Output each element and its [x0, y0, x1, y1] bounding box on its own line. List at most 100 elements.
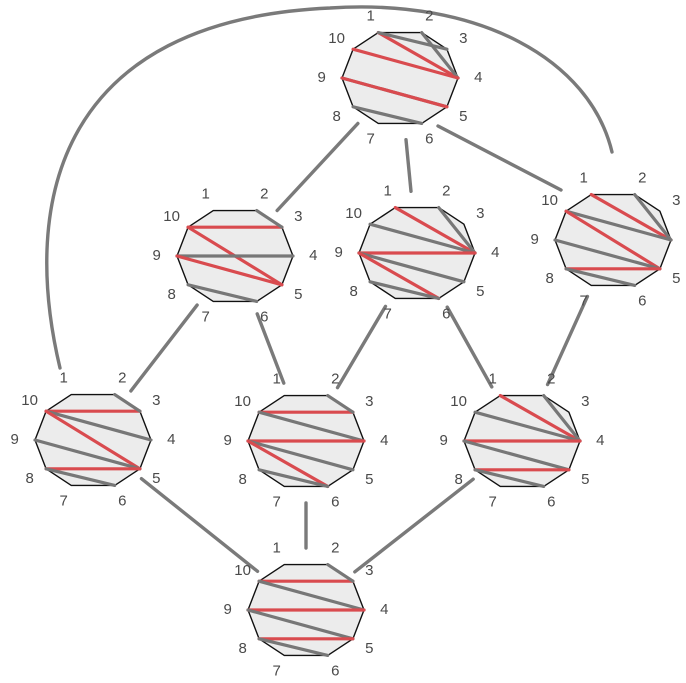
diagonal-bottom-1: [326, 562, 355, 583]
vertex-label-mid-right-3: 3: [672, 192, 680, 209]
vertex-label-mid-right-1: 1: [579, 170, 587, 187]
vertex-label-low-left-1: 1: [59, 370, 67, 387]
diagonal-mid-center-5: [357, 251, 441, 301]
vertex-label-mid-left-9: 9: [153, 247, 161, 264]
diagonal-top-2: [376, 30, 449, 51]
diagonal-low-right-1: [542, 393, 582, 443]
vertex-label-top-8: 8: [332, 108, 340, 125]
edge-mid-center-low-center: [335, 304, 388, 390]
edge-top-mid-center: [404, 138, 413, 193]
vertex-label-mid-left-6: 6: [260, 308, 268, 325]
diagonal-mid-right-6: [564, 267, 637, 288]
vertex-label-mid-right-9: 9: [531, 231, 539, 248]
diagonal-low-right-2: [473, 410, 582, 443]
edge-top-mid-left: [275, 121, 360, 213]
vertex-label-mid-center-10: 10: [345, 205, 362, 222]
diagonal-mid-left-5: [186, 283, 259, 304]
vertex-label-low-left-9: 9: [11, 431, 19, 448]
vertex-label-low-center-2: 2: [331, 371, 339, 388]
vertex-label-low-left-7: 7: [59, 492, 67, 509]
edge-mid-center-low-right: [445, 305, 494, 389]
vertex-label-low-center-5: 5: [365, 471, 373, 488]
diagonal-top-1: [420, 30, 460, 80]
vertex-label-bottom-7: 7: [272, 662, 280, 679]
vertex-label-low-right-4: 4: [596, 432, 604, 449]
diagonal-low-right-4: [462, 439, 571, 472]
vertex-label-low-right-3: 3: [581, 393, 589, 410]
vertex-label-mid-right-10: 10: [541, 192, 558, 209]
vertex-label-mid-right-8: 8: [545, 270, 553, 287]
vertex-label-top-5: 5: [459, 108, 467, 125]
vertex-label-top-10: 10: [328, 30, 345, 47]
vertex-label-mid-left-2: 2: [260, 186, 268, 203]
vertex-label-low-left-10: 10: [21, 392, 38, 409]
vertex-label-mid-center-1: 1: [383, 183, 391, 200]
vertex-label-low-center-3: 3: [365, 393, 373, 410]
vertex-label-low-left-5: 5: [152, 470, 160, 487]
diagonal-low-center-4: [246, 439, 355, 472]
vertex-label-low-center-9: 9: [224, 432, 232, 449]
vertex-label-bottom-2: 2: [331, 540, 339, 557]
vertex-label-top-1: 1: [366, 8, 374, 25]
vertex-label-mid-right-7: 7: [579, 292, 587, 309]
vertex-label-mid-center-8: 8: [349, 283, 357, 300]
edge-top-low-left: [45, 5, 614, 370]
diagonal-mid-right-2: [564, 209, 673, 242]
vertex-label-bottom-3: 3: [365, 562, 373, 579]
vertex-label-low-left-3: 3: [152, 392, 160, 409]
diagonal-low-center-5: [246, 439, 330, 489]
edges-layer: [45, 5, 614, 574]
vertex-label-bottom-6: 6: [331, 662, 339, 679]
diagonal-mid-right-4: [553, 238, 662, 271]
vertex-label-low-left-8: 8: [25, 470, 33, 487]
vertex-label-mid-left-8: 8: [167, 286, 175, 303]
vertex-label-top-3: 3: [459, 30, 467, 47]
vertex-label-mid-center-7: 7: [383, 305, 391, 322]
diagonal-mid-right-3: [564, 209, 662, 271]
edge-mid-left-low-left: [129, 303, 199, 393]
vertex-label-mid-center-5: 5: [476, 283, 484, 300]
vertex-label-mid-center-4: 4: [491, 244, 499, 261]
vertex-label-mid-left-10: 10: [163, 208, 180, 225]
vertex-label-mid-center-2: 2: [442, 183, 450, 200]
vertex-label-mid-left-1: 1: [201, 186, 209, 203]
diagonal-top-6: [351, 105, 424, 126]
diagonal-low-center-2: [257, 410, 366, 443]
diagonal-mid-center-6: [368, 280, 441, 301]
diagonal-mid-center-0: [393, 205, 477, 255]
diagonal-top-0: [376, 30, 460, 80]
diagonal-low-center-1: [326, 393, 355, 414]
vertex-label-bottom-5: 5: [365, 640, 373, 657]
vertex-label-mid-right-2: 2: [638, 170, 646, 187]
diagonal-mid-left-1: [255, 208, 284, 229]
diagonal-mid-right-0: [589, 192, 673, 242]
vertex-label-top-6: 6: [425, 130, 433, 147]
vertex-label-low-left-2: 2: [118, 370, 126, 387]
vertex-label-low-center-1: 1: [272, 371, 280, 388]
vertex-label-bottom-1: 1: [272, 540, 280, 557]
vertex-label-top-2: 2: [425, 8, 433, 25]
edge-low-right-bottom: [353, 477, 475, 574]
edge-mid-right-low-right: [545, 294, 590, 387]
vertex-label-low-right-9: 9: [440, 432, 448, 449]
vertex-label-mid-right-6: 6: [638, 292, 646, 309]
vertex-label-mid-center-6: 6: [442, 305, 450, 322]
vertex-label-low-right-5: 5: [581, 471, 589, 488]
diagonal-bottom-4: [246, 608, 355, 641]
diagonal-low-left-4: [33, 438, 142, 471]
diagonal-bottom-6: [257, 637, 330, 658]
nodes-layer: 1234567891012345678910123456789101234567…: [11, 8, 681, 680]
edge-mid-left-low-center: [255, 312, 286, 385]
vertex-label-mid-left-7: 7: [201, 308, 209, 325]
vertex-label-low-center-8: 8: [238, 471, 246, 488]
vertex-label-mid-left-4: 4: [309, 247, 317, 264]
diagonal-mid-right-1: [633, 192, 673, 242]
vertex-label-low-center-6: 6: [331, 493, 339, 510]
vertex-label-bottom-10: 10: [234, 562, 251, 579]
diagonal-mid-center-4: [357, 251, 466, 284]
diagonal-low-left-2: [44, 409, 153, 442]
